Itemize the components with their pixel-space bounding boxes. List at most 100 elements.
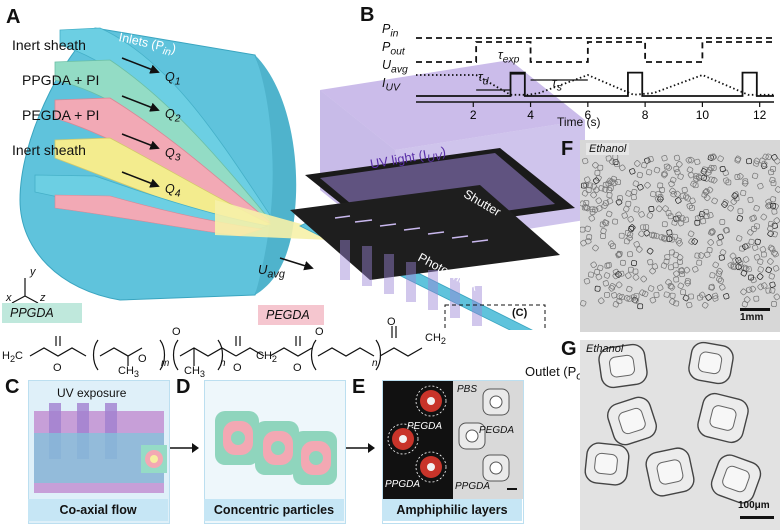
particle <box>646 212 654 219</box>
particle <box>605 262 612 269</box>
particle <box>673 154 681 161</box>
co-axial-flow-caption: Co-axial flow <box>28 499 168 521</box>
particle <box>730 198 738 205</box>
particle <box>594 268 601 275</box>
pegda-ch2: CH2 <box>425 332 446 347</box>
particle <box>669 187 676 195</box>
particle <box>673 300 680 307</box>
particle <box>673 165 680 172</box>
particle <box>602 280 610 287</box>
particle <box>661 234 668 241</box>
concentric-particles-figure: Concentric particles <box>204 380 346 524</box>
particle <box>769 281 776 288</box>
panel-label-e: E <box>352 376 366 398</box>
particle <box>698 291 706 299</box>
particle <box>590 261 597 269</box>
particle <box>631 188 638 196</box>
pegda-o-2: O <box>315 326 324 338</box>
particle <box>611 292 618 299</box>
particle <box>597 264 604 272</box>
g-scale-label: 100μm <box>738 500 770 511</box>
particle <box>618 270 625 277</box>
particle <box>651 263 659 270</box>
particle <box>584 225 591 232</box>
particle <box>748 274 754 281</box>
tau-exp-label: τexp <box>498 48 520 66</box>
particle <box>771 208 778 215</box>
particle <box>612 268 620 276</box>
particle <box>748 238 755 245</box>
particle <box>753 157 761 165</box>
particle <box>606 210 613 218</box>
particle <box>646 169 653 176</box>
particle <box>727 204 734 212</box>
particle <box>679 271 686 278</box>
particle <box>700 218 707 225</box>
particle <box>703 209 710 216</box>
f-medium-label: Ethanol <box>586 143 630 155</box>
axis-x-label: x <box>6 292 12 304</box>
particle <box>761 251 767 258</box>
particle <box>687 156 695 164</box>
particle <box>706 186 714 194</box>
particle <box>608 240 615 247</box>
particle <box>598 185 605 192</box>
particle <box>685 156 693 164</box>
particle <box>619 259 626 266</box>
particle <box>760 213 768 221</box>
particle <box>644 181 651 189</box>
particle <box>709 272 716 279</box>
brightfield-image <box>453 381 523 499</box>
particle <box>707 239 714 246</box>
particle <box>660 262 668 269</box>
particle <box>597 164 604 171</box>
particle <box>706 247 713 254</box>
particle <box>665 210 672 217</box>
particle <box>667 213 674 220</box>
particle <box>618 232 625 239</box>
panel-label-c: C <box>5 376 20 398</box>
particle <box>582 157 589 165</box>
particle <box>676 239 683 247</box>
particle <box>589 209 596 215</box>
ethanol-micrograph-high-mag: Ethanol 100μm <box>580 340 780 530</box>
particle <box>769 287 776 294</box>
particle <box>771 154 778 161</box>
particle <box>580 239 587 247</box>
particle <box>742 265 750 272</box>
particle <box>754 238 761 245</box>
particle <box>585 237 592 245</box>
particle <box>617 195 623 202</box>
particle <box>597 297 605 305</box>
particle <box>705 294 712 301</box>
particle <box>662 205 669 212</box>
particle <box>646 247 654 255</box>
particle <box>661 155 668 162</box>
particle <box>639 289 646 296</box>
x-tick-label: 4 <box>527 108 534 122</box>
particle <box>630 260 638 267</box>
ppgda-ch2: CH2 <box>256 350 277 365</box>
particle <box>633 206 640 213</box>
particle <box>719 284 726 291</box>
particle <box>658 234 665 241</box>
particle <box>759 246 767 253</box>
particle <box>703 188 710 195</box>
panel-label-b: B <box>360 4 375 26</box>
particle <box>768 273 775 280</box>
particle <box>687 230 695 238</box>
tau-s-label: τs <box>552 76 562 94</box>
particle <box>615 251 623 258</box>
particle <box>582 181 590 189</box>
pegda-o-3: O <box>387 316 396 328</box>
particle <box>749 285 757 293</box>
particle <box>668 249 675 256</box>
u-avg-label: Uavg <box>258 262 285 281</box>
signal-label-p-out: Pout <box>382 40 405 58</box>
co-axial-channel-illustration <box>34 403 167 493</box>
particle <box>729 252 737 260</box>
particle <box>594 285 601 292</box>
pegda-o-1: O <box>293 362 302 374</box>
particle <box>603 272 611 279</box>
chart-x-axis-label: Time (s) <box>557 115 601 129</box>
